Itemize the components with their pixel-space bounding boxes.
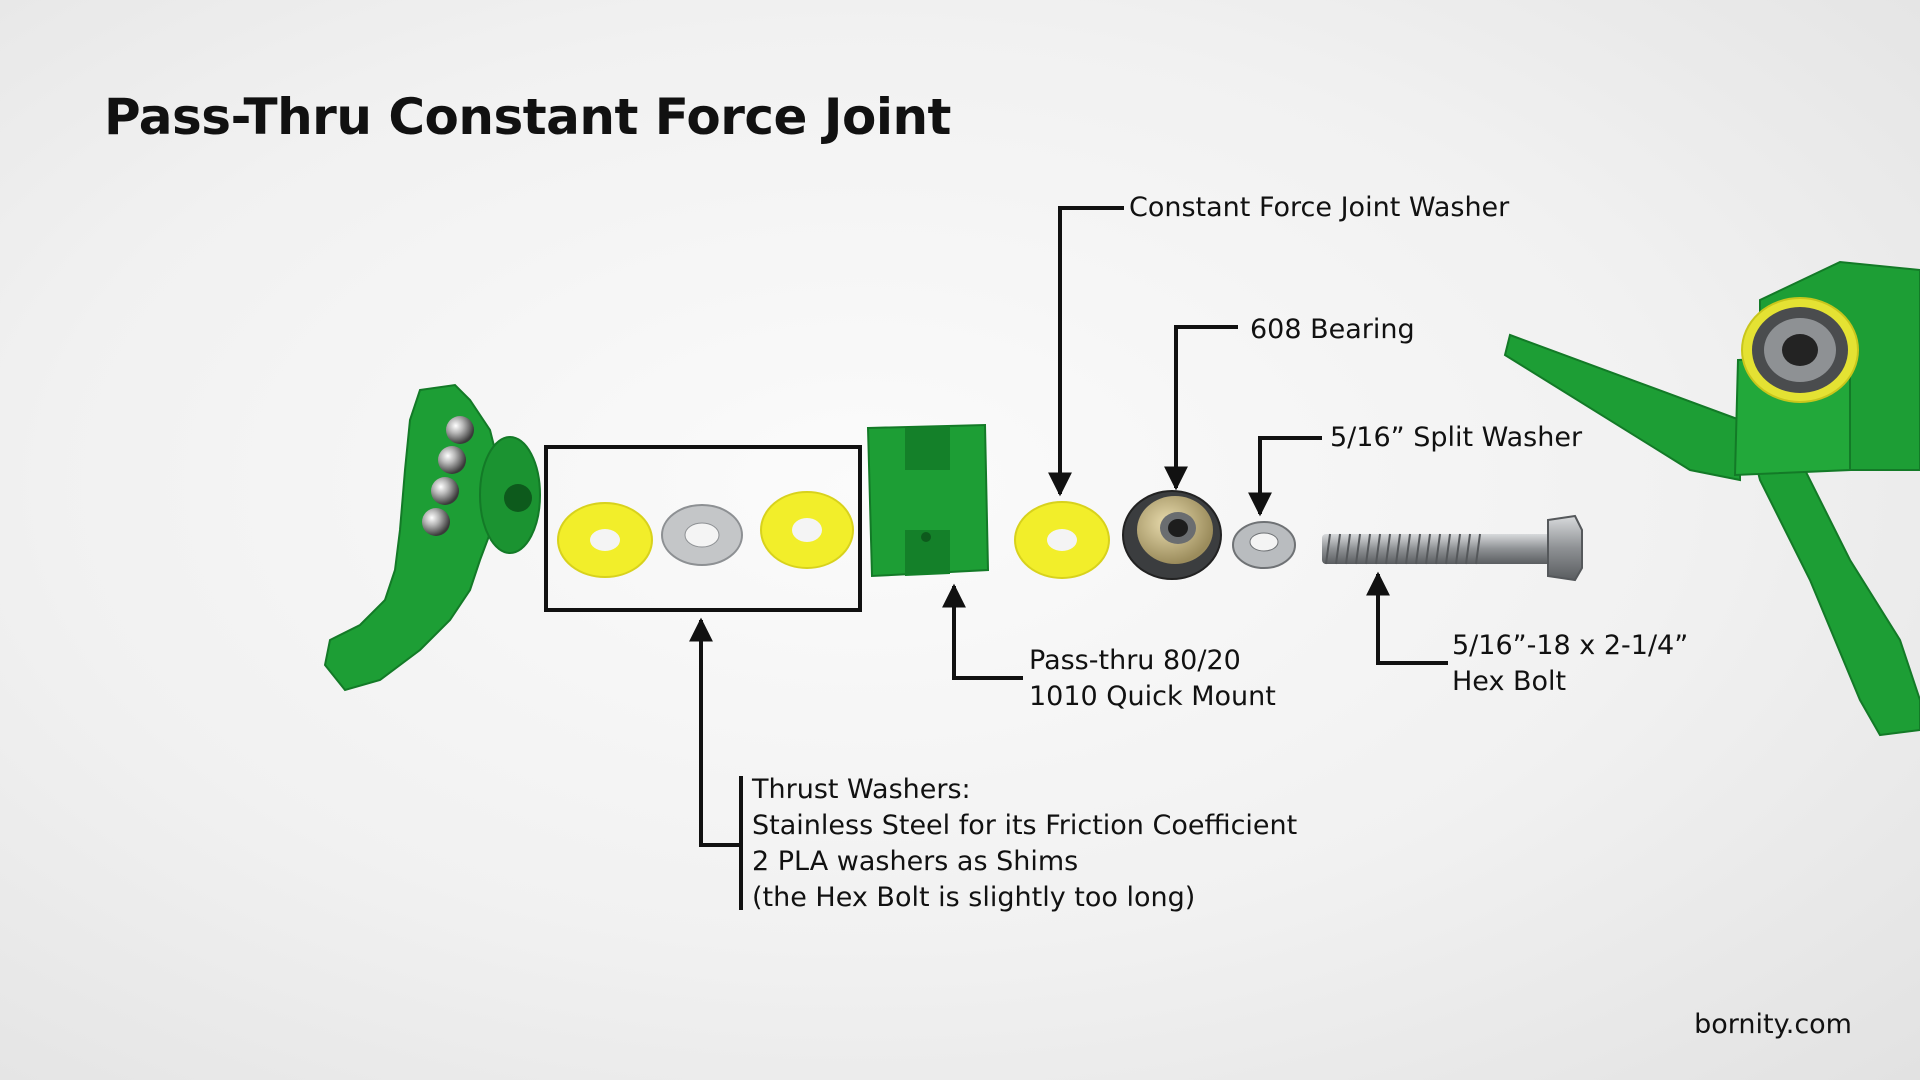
thrust-washers-label-line-2: Stainless Steel for its Friction Coeffic…: [752, 810, 1298, 841]
split-washer-callout: [1248, 436, 1322, 517]
thrust-washers-box: [544, 445, 862, 612]
hex-bolt-label-line-1: 5/16”-18 x 2-1/4”: [1452, 630, 1689, 661]
bearing-label: 608 Bearing: [1250, 314, 1415, 345]
split-washer: [1232, 521, 1296, 569]
pla-washer-1: [557, 502, 653, 578]
ball-joint-part: [323, 383, 541, 692]
hex-bolt-label: 5/16”-18 x 2-1/4” Hex Bolt: [1452, 628, 1688, 700]
quick-mount-block: [866, 423, 990, 578]
hex-bolt: [1322, 514, 1583, 582]
steel-washer: [661, 504, 743, 566]
split-washer-label: 5/16” Split Washer: [1330, 422, 1583, 453]
cfj-washer-callout: [1048, 206, 1124, 497]
608-bearing: [1122, 490, 1222, 580]
hex-bolt-label-line-2: Hex Bolt: [1452, 666, 1567, 697]
thrust-washers-label-line-1: Thrust Washers:: [752, 774, 971, 805]
callout-lines: [689, 206, 1448, 910]
quick-mount-label: Pass-thru 80/20 1010 Quick Mount: [1029, 643, 1276, 715]
cfj-washer: [1014, 501, 1110, 579]
hex-bolt-callout: [1366, 571, 1448, 665]
bearing-callout: [1164, 325, 1238, 491]
cfj-washer-label: Constant Force Joint Washer: [1129, 192, 1510, 223]
quick-mount-callout: [942, 583, 1023, 680]
pla-washer-2: [760, 491, 854, 569]
thrust-washers-label-line-4: (the Hex Bolt is slightly too long): [752, 882, 1196, 913]
watermark: bornity.com: [1694, 1009, 1852, 1040]
thrust-washers-callout: [689, 617, 741, 847]
thrust-washers-label-line-3: 2 PLA washers as Shims: [752, 846, 1079, 877]
page-title: Pass-Thru Constant Force Joint: [104, 88, 951, 146]
quick-mount-label-line-2: 1010 Quick Mount: [1029, 681, 1276, 712]
tripod-base-part: [1503, 260, 1920, 737]
quick-mount-label-line-1: Pass-thru 80/20: [1029, 645, 1241, 676]
thrust-washers-label: Thrust Washers: Stainless Steel for its …: [752, 772, 1297, 916]
